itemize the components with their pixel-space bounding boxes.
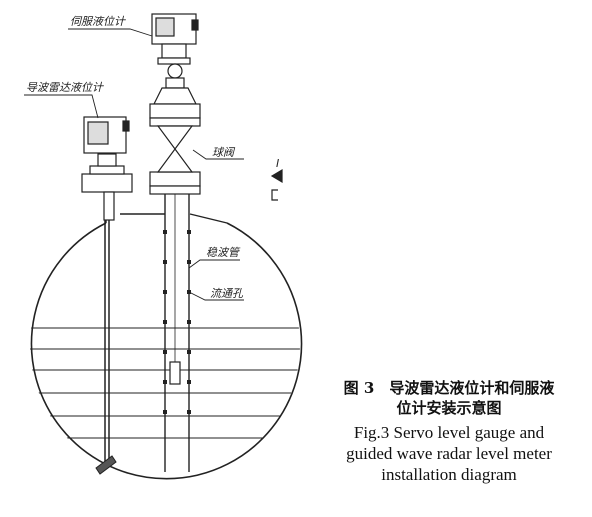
- flow-holes: [163, 230, 191, 414]
- servo-upper-flange: [149, 103, 201, 119]
- servo-lower-flange: [149, 171, 201, 187]
- figure-caption: 图 3 导波雷达液位计和伺服液 位计安装示意图 Fig.3 Servo leve…: [306, 378, 592, 485]
- radar-flange: [81, 173, 133, 193]
- ball-valve: [156, 125, 194, 173]
- section-mark-label: I: [276, 157, 279, 170]
- caption-en-line3: installation diagram: [381, 465, 517, 484]
- ball-valve-label: 球阀: [212, 146, 236, 159]
- radar-gauge-assembly: [81, 116, 133, 221]
- servo-displacer: [169, 361, 181, 385]
- caption-en-line2: guided wave radar level meter: [346, 444, 552, 463]
- stilling-well-label: 稳波管: [206, 246, 241, 259]
- tank-shell: [30, 222, 303, 480]
- servo-gauge-label: 伺服液位计: [70, 15, 126, 28]
- radar-probe-weight: [95, 455, 117, 475]
- servo-drum: [167, 63, 183, 79]
- servo-gauge-assembly: [149, 13, 201, 195]
- flow-hole-label: 流通孔: [210, 287, 244, 300]
- caption-cn-line1: 图 3 导波雷达液位计和伺服液: [343, 379, 555, 397]
- leader-lines: [24, 28, 244, 301]
- radar-gauge-label: 导波雷达液位计: [26, 81, 104, 94]
- tank-top-wall-right: [189, 213, 228, 224]
- section-mark: [270, 168, 283, 201]
- caption-en-line1: Fig.3 Servo level gauge and: [353, 423, 545, 442]
- caption-cn-line2: 位计安装示意图: [396, 399, 502, 417]
